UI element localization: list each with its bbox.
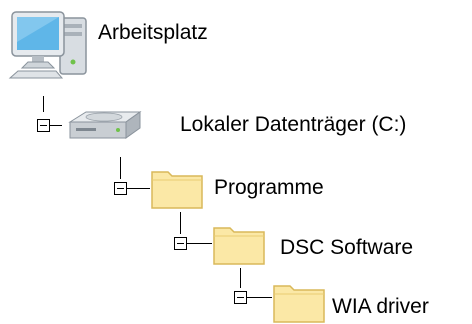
hard-drive-icon [64, 108, 144, 148]
tree-node-arbeitsplatz[interactable]: Arbeitsplatz [0, 0, 260, 100]
computer-icon [8, 8, 92, 88]
tree-label-arbeitsplatz: Arbeitsplatz [98, 21, 208, 44]
tree-connector [43, 96, 44, 112]
tree-node-programme[interactable]: Programme [150, 166, 370, 210]
tree-connector [246, 297, 272, 298]
expander-toggle-dsc-software[interactable] [174, 237, 187, 250]
tree-label-local-drive: Lokaler Datenträger (C:) [180, 113, 407, 136]
tree-node-local-drive[interactable]: Lokaler Datenträger (C:) [62, 100, 472, 150]
tree-connector [180, 212, 181, 234]
tree-label-programme: Programme [214, 176, 324, 199]
expander-toggle-programme[interactable] [114, 182, 127, 195]
tree-connector [50, 125, 62, 126]
folder-icon [212, 222, 266, 266]
folder-icon [150, 166, 204, 210]
tree-node-wia-driver[interactable]: WIA driver [272, 280, 472, 324]
tree-connector [126, 188, 150, 189]
tree-node-dsc-software[interactable]: DSC Software [212, 222, 472, 266]
tree-connector [186, 243, 212, 244]
tree-connector [240, 268, 241, 288]
expander-toggle-wia-driver[interactable] [234, 291, 247, 304]
folder-icon [272, 280, 326, 324]
tree-connector [120, 157, 121, 179]
expander-toggle-drive[interactable] [37, 119, 50, 132]
tree-label-wia-driver: WIA driver [332, 295, 429, 318]
tree-label-dsc-software: DSC Software [280, 236, 414, 259]
